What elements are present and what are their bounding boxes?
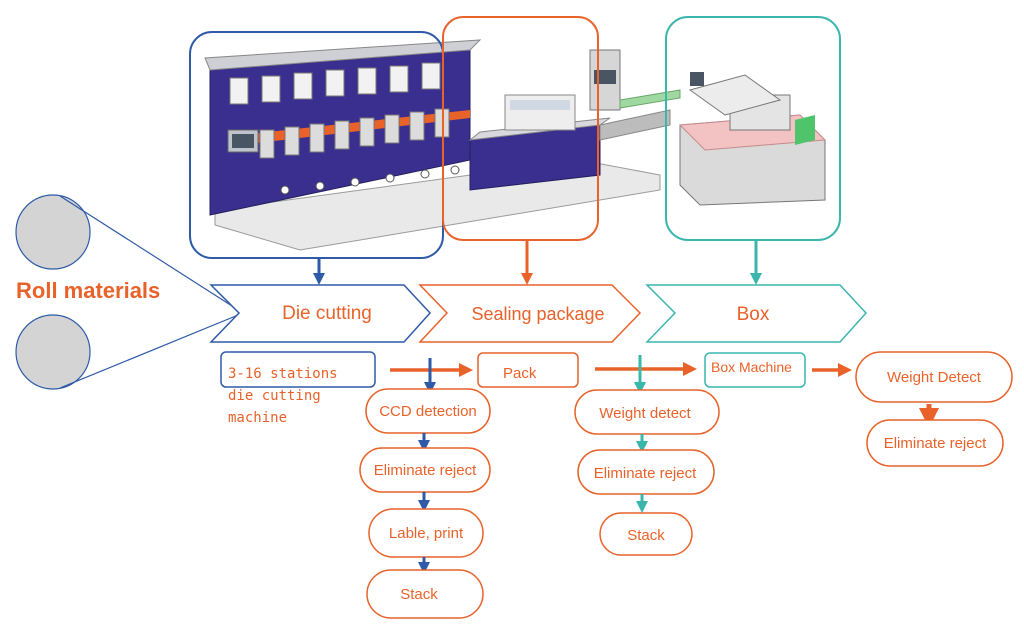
die-stack-label: Stack xyxy=(400,586,438,603)
stage-sealing-package: Sealing package xyxy=(418,284,642,343)
upper-roll xyxy=(15,194,91,270)
die-step-stack: Stack xyxy=(366,569,484,619)
stations-line-1: 3-16 stations xyxy=(228,366,338,382)
die-step-eliminate-reject: Eliminate reject xyxy=(359,447,491,493)
sealing-weight-detect-label: Weight detect xyxy=(599,405,691,422)
box-step-weight-detect: Weight Detect xyxy=(855,351,1013,403)
sealing-step-stack: Stack xyxy=(599,512,693,556)
stage-box: Box xyxy=(645,284,868,343)
stage-die-cutting: Die cutting xyxy=(209,284,432,343)
box-eliminate-reject-label: Eliminate reject xyxy=(884,435,987,452)
pack-label: Pack xyxy=(503,365,537,382)
stage-die-cutting-label: Die cutting xyxy=(282,303,372,324)
stations-box xyxy=(220,351,376,388)
sealing-pack: Pack xyxy=(477,352,579,388)
stage-sealing-label: Sealing package xyxy=(471,304,604,324)
sealing-machine-illustration xyxy=(468,49,681,191)
die-step-ccd: CCD detection xyxy=(365,388,491,434)
sealing-step-eliminate-reject: Eliminate reject xyxy=(577,449,715,495)
die-eliminate-reject-label: Eliminate reject xyxy=(374,462,477,479)
stations-line-3: machine xyxy=(228,410,287,426)
stations-line-2: die cutting xyxy=(228,388,321,404)
box-machine: Box Machine xyxy=(704,352,806,388)
lower-roll xyxy=(15,314,91,390)
ccd-detection-label: CCD detection xyxy=(379,403,477,420)
sealing-stack-label: Stack xyxy=(627,527,665,544)
sealing-frame xyxy=(442,16,599,241)
stage-box-label: Box xyxy=(737,304,770,325)
roll-materials: Roll materials xyxy=(15,194,244,390)
box-step-eliminate-reject: Eliminate reject xyxy=(866,419,1004,467)
label-print-label: Lable, print xyxy=(389,525,464,542)
die-step-label-print: Lable, print xyxy=(368,508,484,558)
sealing-step-weight-detect: Weight detect xyxy=(574,389,720,435)
box-weight-detect-label: Weight Detect xyxy=(887,369,982,386)
box-machine-illustration xyxy=(678,72,827,206)
sealing-eliminate-reject-label: Eliminate reject xyxy=(594,465,697,482)
roll-materials-label: Roll materials xyxy=(16,278,160,303)
box-machine-label: Box Machine xyxy=(711,359,792,375)
die-cutting-machine-illustration xyxy=(204,39,661,251)
box-frame xyxy=(665,16,841,241)
